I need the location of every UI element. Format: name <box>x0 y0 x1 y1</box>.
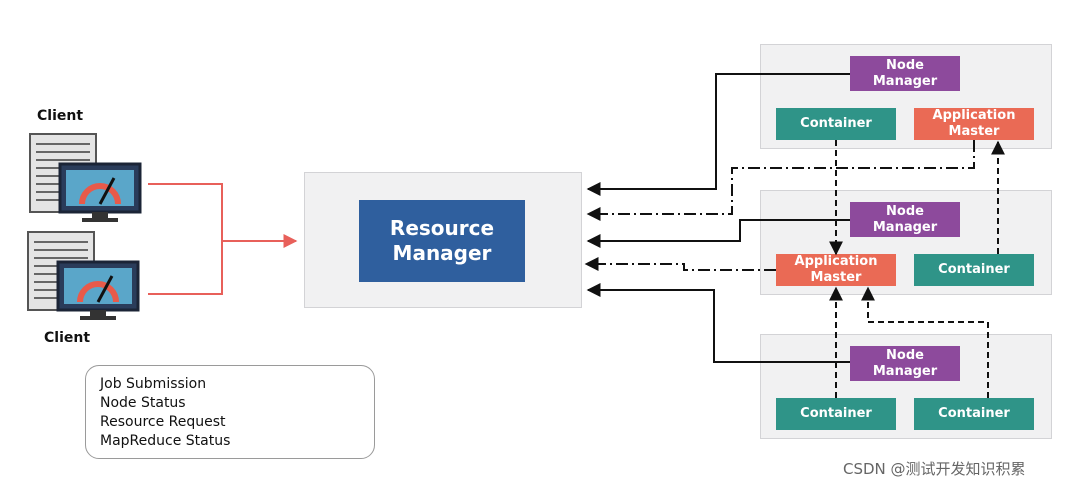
watermark: CSDN @测试开发知识积累 <box>843 460 1026 478</box>
node-manager-3: Node Manager <box>850 346 960 381</box>
client-computer-icon <box>29 133 142 222</box>
node-status-arrows <box>586 73 850 363</box>
client-label-top: Client <box>37 108 84 124</box>
job-submission-arrows <box>148 183 298 295</box>
client-label-bottom: Client <box>44 330 91 346</box>
legend-resource-request: Resource Request <box>100 414 226 430</box>
legend-box: Job Submission Node Status Resource Requ… <box>85 365 375 459</box>
node-manager-1: Node Manager <box>850 56 960 91</box>
legend-mapreduce-status: MapReduce Status <box>100 433 231 449</box>
container-1a: Container <box>776 108 896 140</box>
resource-request-arrows <box>584 140 975 271</box>
node-manager-2: Node Manager <box>850 202 960 237</box>
legend-node-status: Node Status <box>100 395 186 411</box>
application-master-2: Application Master <box>776 254 896 286</box>
container-2b: Container <box>914 254 1034 286</box>
mapreduce-status-arrows <box>829 140 1005 398</box>
container-3b: Container <box>914 398 1034 430</box>
legend-job-submission: Job Submission <box>100 376 207 392</box>
client-computer-icon <box>27 231 140 320</box>
application-master-1: Application Master <box>914 108 1034 140</box>
resource-manager-box: Resource Manager <box>359 200 525 282</box>
container-3a: Container <box>776 398 896 430</box>
